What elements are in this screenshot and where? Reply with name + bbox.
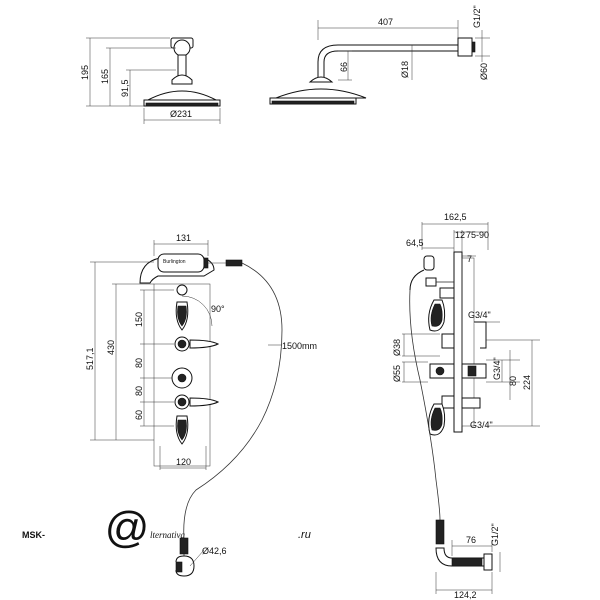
outlet-hose-nut [435, 519, 445, 545]
dim-42-6: Ø42,6 [202, 546, 227, 556]
side-lever-top-ceramic [430, 303, 443, 327]
dim-120: 120 [176, 457, 191, 467]
handset-connector [203, 257, 209, 269]
outlet-body [451, 557, 483, 567]
head-dome-side [275, 88, 367, 99]
watermark-at-sign: @ [104, 503, 149, 552]
control-2-core [177, 339, 187, 349]
side-lever-bottom-ceramic [430, 407, 443, 431]
side-valve-1 [441, 333, 455, 349]
dim-162-5: 162,5 [444, 212, 467, 222]
dim-hose-1500: 1500mm [282, 341, 317, 351]
side-handset-cradle [425, 277, 437, 287]
watermark-text-left: MSK- [22, 530, 45, 540]
dim-55: Ø55 [392, 365, 402, 382]
head-neck-shape [171, 74, 193, 85]
lever-bottom-ceramic [177, 419, 187, 441]
side-valve-3 [441, 395, 455, 409]
wall-flange-shape [457, 37, 473, 57]
dim-430: 430 [106, 340, 116, 355]
side-body [461, 257, 475, 427]
dim-195: 195 [80, 65, 90, 80]
dim-g12-top: G1/2" [472, 5, 482, 28]
lever-top-ceramic [177, 305, 187, 327]
dim-150: 150 [134, 312, 144, 327]
hose-nut-top [225, 259, 243, 267]
dim-g34-mid: G3/4" [492, 357, 502, 380]
dim-165: 165 [100, 69, 110, 84]
side-pipe-bottom [461, 397, 481, 409]
dim-18: Ø18 [400, 61, 410, 78]
dim-80-b: 80 [134, 386, 144, 396]
arm-elbow-shape [173, 39, 191, 57]
dim-side-80: 80 [508, 376, 518, 386]
dim-91-5: 91,5 [120, 79, 130, 97]
side-diverter [439, 287, 455, 299]
side-wall-plate [453, 251, 463, 433]
thread-shape [471, 41, 476, 53]
dim-60: Ø60 [479, 63, 489, 80]
dim-38: Ø38 [392, 339, 402, 356]
shower-hose [183, 262, 283, 560]
hose-nut-bottom [179, 537, 189, 555]
shower-head-side-view: 407 66 Ø18 G1/2" Ø60 [269, 5, 490, 105]
cross-handle-core [177, 373, 187, 383]
watermark-tld: .ru [298, 529, 311, 541]
control-2-lever [189, 339, 220, 349]
dim-124-2: 124,2 [454, 590, 477, 600]
side-pipe-mid-core [467, 365, 477, 377]
dim-7: 7 [467, 254, 472, 264]
shower-head-front-view: 195 165 91,5 Ø231 [80, 37, 221, 124]
control-4-lever [189, 397, 220, 407]
dim-224: 224 [522, 375, 532, 390]
dim-131: 131 [176, 233, 191, 243]
arm-shape [317, 44, 459, 79]
dim-80-a: 80 [134, 358, 144, 368]
valve-panel-front-view: Burlington 90° 131 517,1 [85, 233, 317, 577]
dim-407: 407 [378, 17, 393, 27]
side-valve-2-core [435, 366, 445, 376]
dim-g34-top: G3/4" [468, 310, 491, 320]
head-dome-shape [147, 90, 217, 101]
dim-231: Ø231 [170, 109, 192, 119]
dim-g12-bottom: G1/2" [490, 523, 500, 546]
dim-12: 12 [455, 230, 465, 240]
dim-66: 66 [339, 62, 349, 72]
dim-60: 60 [134, 410, 144, 420]
dim-76: 76 [466, 535, 476, 545]
outlet-side-view: 76 124,2 G1/2" [435, 519, 501, 600]
head-nozzle-side [271, 100, 355, 105]
control-4-core [177, 397, 187, 407]
neck-shape [308, 76, 334, 83]
panel-plate [153, 283, 211, 467]
arm-pipe-shape [177, 54, 187, 78]
outlet-flange-side [483, 553, 493, 571]
watermark: MSK- @ lternativa .ru [22, 503, 311, 552]
handset-brand: Burlington [163, 259, 186, 265]
watermark-text-right: lternativa [150, 530, 185, 540]
dim-517-1: 517,1 [85, 347, 95, 370]
dim-g34-bottom: G3/4" [470, 420, 493, 430]
dim-angle-90: 90° [211, 304, 225, 314]
side-holder-curve [409, 269, 425, 291]
dim-64-5: 64,5 [406, 238, 424, 248]
valve-panel-side-view: 162,5 12 75-90 64,5 7 224 G3/4" G3/4" 80… [392, 212, 540, 521]
side-pipe-top [474, 321, 487, 349]
dim-75-90: 75-90 [466, 230, 489, 240]
head-nozzle-row [145, 102, 219, 107]
diverter-knob [176, 284, 188, 296]
side-handset-head [423, 255, 435, 271]
outlet-flange [175, 561, 183, 573]
side-hose [409, 289, 441, 521]
